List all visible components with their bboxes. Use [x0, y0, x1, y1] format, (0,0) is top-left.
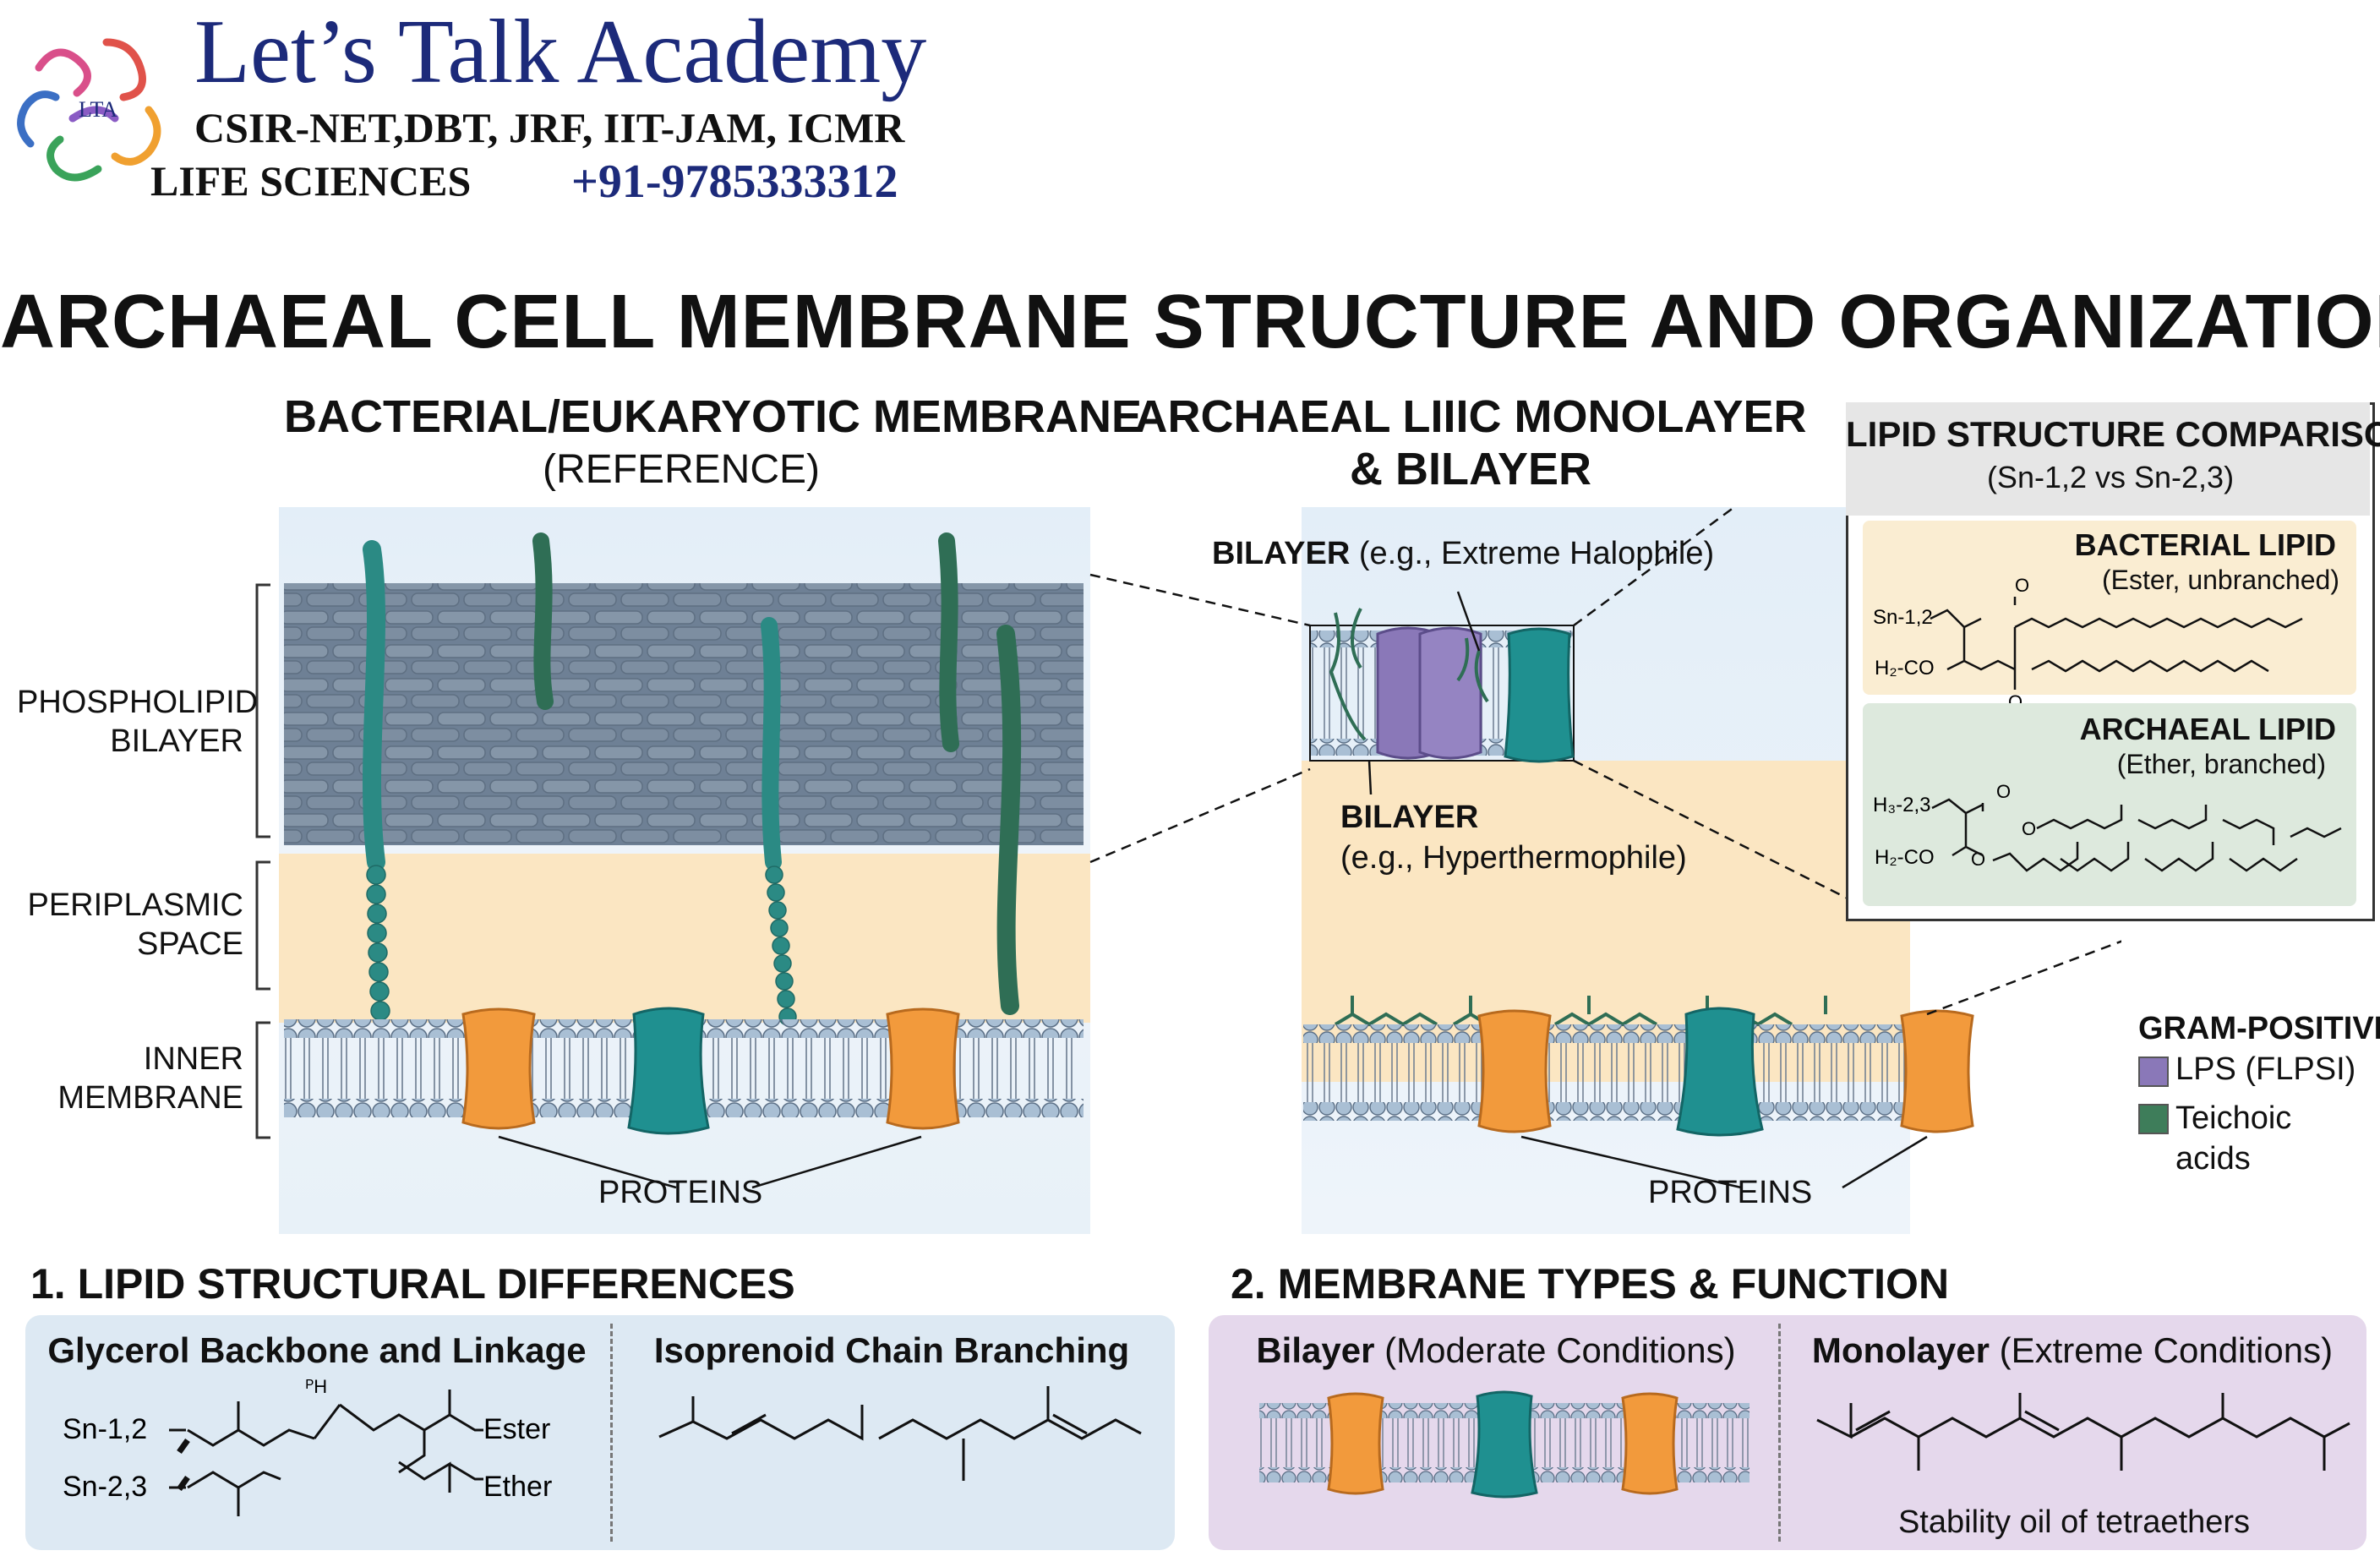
- archaeal-lipid-structure: H₃-2,3 H₂-CO O O O: [1873, 781, 2342, 872]
- middle-proteins-label: PROTEINS: [1648, 1175, 1813, 1210]
- page-title: ARCHAEAL CELL MEMBRANE STRUCTURE AND ORG…: [0, 280, 2380, 364]
- brand-phone: +91-9785333312: [571, 156, 898, 208]
- glycerol-backbone-structure: Sn-1,2 Sn-2,3 Ester Ether ᴾH: [63, 1376, 552, 1516]
- isoprenoid-chain-structure: [658, 1386, 1142, 1481]
- archaeal-membrane-diagram: [1089, 507, 2121, 1234]
- legend-swatch-lps: [2138, 1056, 2169, 1087]
- left-panel-heading: BACTERIAL/EUKARYOTIC MEMBRANE: [284, 391, 1142, 442]
- svg-text:Sn-1,2: Sn-1,2: [1873, 606, 1933, 629]
- section2-divider: [1778, 1324, 1781, 1542]
- bacterial-lipid-title: BACTERIAL LIPID: [2074, 527, 2336, 562]
- svg-text:O: O: [1971, 849, 1985, 870]
- archaeal-lipid-note: (Ether, branched): [2116, 749, 2326, 779]
- logo-badge: LTA: [79, 97, 117, 122]
- archaeal-lipid-card: [1863, 703, 2356, 906]
- bilayer-hyperthermophile-label: BILAYER (e.g., Hyperthermophile): [1340, 800, 1687, 876]
- legend-swatch-teichoic: [2138, 1104, 2169, 1134]
- section1-title: 1. LIPID STRUCTURAL DIFFERENCES: [30, 1260, 795, 1308]
- brand-subtitle-exams: CSIR-NET,DBT, JRF, IIT-JAM, ICMR: [194, 104, 905, 151]
- brand-subtitle-field: LIFE SCIENCES: [150, 157, 472, 205]
- svg-text:O: O: [2022, 818, 2036, 839]
- left-panel-subheading: (REFERENCE): [542, 447, 820, 492]
- svg-text:Sn-1,2: Sn-1,2: [63, 1413, 147, 1445]
- section2-col1-title: Bilayer (Moderate Conditions): [1256, 1330, 1736, 1370]
- legend-label-lps: LPS (FLPSI): [2175, 1051, 2356, 1087]
- svg-text:H₃-2,3: H₃-2,3: [1873, 794, 1930, 816]
- archaeal-lipid-title: ARCHAEAL LIPID: [2079, 712, 2336, 746]
- svg-text:Ether: Ether: [483, 1471, 552, 1503]
- section2-col2-title: Monolayer (Extreme Conditions): [1811, 1330, 2334, 1370]
- lipid-comparison-subtitle: (Sn-1,2 vs Sn-2,3): [1986, 460, 2235, 494]
- section2-title: 2. MEMBRANE TYPES & FUNCTION: [1231, 1260, 1950, 1308]
- left-brackets: [255, 583, 270, 1139]
- monolayer-caption: Stability oil of tetraethers: [1897, 1504, 2251, 1540]
- svg-text:O: O: [1996, 781, 2011, 802]
- svg-text:H₂-CO: H₂-CO: [1875, 657, 1935, 680]
- section1-divider: [610, 1324, 613, 1542]
- bacterial-lipid-structure: Sn-1,2 H₂-CO O O: [1873, 575, 2303, 710]
- section1-col1-title: Glycerol Backbone and Linkage: [47, 1330, 587, 1370]
- svg-text:Sn-2,3: Sn-2,3: [63, 1471, 147, 1503]
- bilayer-halophile-label: BILAYER (e.g., Extreme Halophile): [1212, 536, 1715, 571]
- svg-text:H₂-CO: H₂-CO: [1875, 846, 1935, 869]
- lipid-comparison-title: LIPID STRUCTURE COMPARISON: [1846, 414, 2380, 454]
- brand-name: Let’s Talk Academy: [194, 2, 927, 102]
- left-proteins-label: PROTEINS: [598, 1175, 763, 1210]
- monolayer-tetraether-structure: [1816, 1393, 2350, 1471]
- middle-panel-heading: ARCHAEAL LIIIC MONOLAYER& BILAYER: [1134, 391, 1807, 495]
- legend-title: GRAM-POSITIVE: [2138, 1011, 2380, 1046]
- bilayer-moderate-diagram: [1259, 1390, 1750, 1499]
- bacterial-membrane-diagram: [279, 507, 1090, 1234]
- svg-text:O: O: [2015, 575, 2029, 596]
- svg-text:ᴾH: ᴾH: [306, 1376, 327, 1397]
- section1-panel: [25, 1315, 1175, 1550]
- svg-text:Ester: Ester: [483, 1413, 550, 1445]
- lta-logo-icon: LTA: [17, 38, 161, 182]
- bacterial-lipid-note: (Ester, unbranched): [2101, 565, 2339, 595]
- lipid-comparison-header: [1846, 402, 2370, 516]
- section1-col2-title: Isoprenoid Chain Branching: [653, 1330, 1130, 1370]
